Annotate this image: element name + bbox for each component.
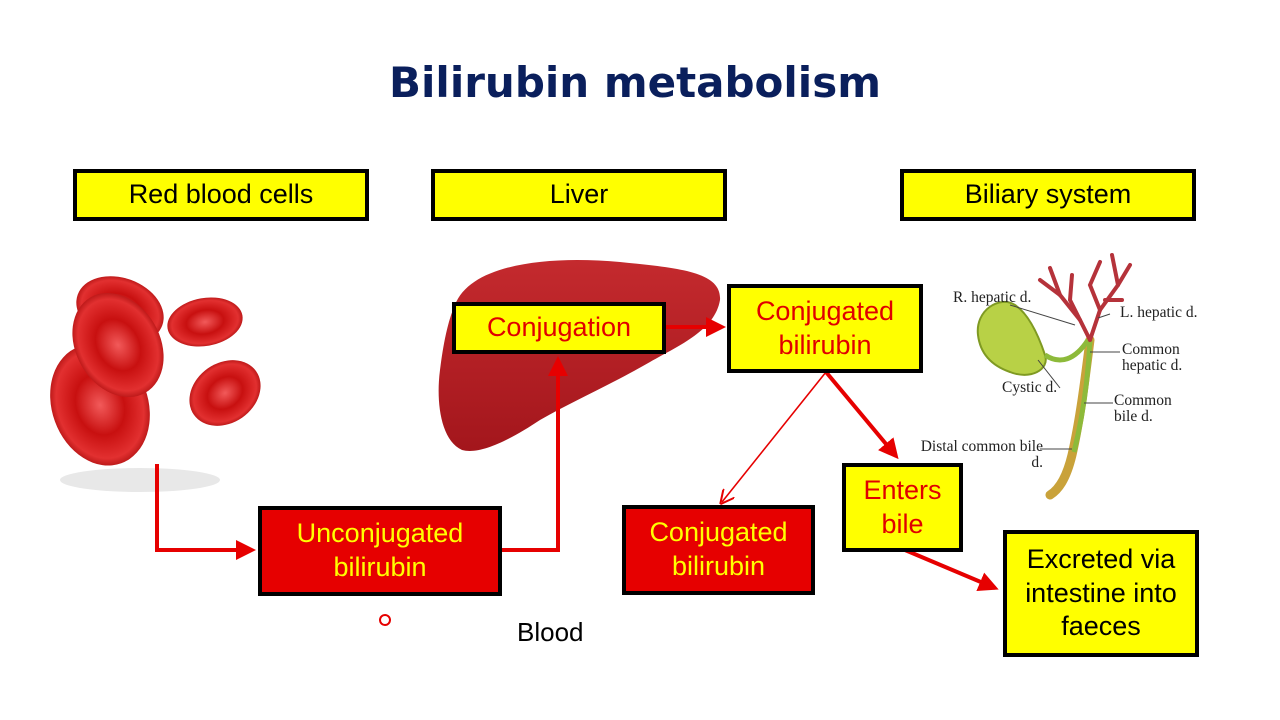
arrow-conjugated-to-bile — [824, 370, 899, 460]
cursor-marker — [379, 614, 391, 626]
node-enters-bile: Enters bile — [842, 463, 963, 552]
label-distal-common-bile-duct: Distal common bile d. — [920, 438, 1043, 472]
header-liver: Liver — [431, 169, 727, 221]
label-r-hepatic-duct: R. hepatic d. — [953, 289, 1032, 306]
arrow-unconjugated-to-conjugation — [502, 356, 568, 552]
label-blood: Blood — [517, 617, 584, 647]
page-title: Bilirubin metabolism — [389, 58, 881, 107]
node-unconjugated-bilirubin: Unconjugated bilirubin — [258, 506, 502, 596]
biliary-system-illustration — [976, 253, 1132, 500]
arrow-rbc-to-unconjugated — [155, 464, 256, 560]
header-biliary-system: Biliary system — [900, 169, 1196, 221]
label-common-hepatic-duct: Common hepatic d. — [1122, 341, 1183, 375]
liver-illustration — [438, 259, 721, 451]
node-conjugated-bilirubin-blood: Conjugated bilirubin — [622, 505, 815, 595]
arrow-conjugated-to-blood — [722, 371, 827, 502]
red-blood-cells-illustration — [50, 276, 261, 492]
arrow-bile-to-excretion — [904, 548, 999, 591]
label-common-bile-duct: Common bile d. — [1114, 392, 1172, 426]
header-red-blood-cells: Red blood cells — [73, 169, 369, 221]
node-excreted-faeces: Excreted via intestine into faeces — [1003, 530, 1199, 657]
node-conjugated-bilirubin-liver: Conjugated bilirubin — [727, 284, 923, 373]
node-conjugation: Conjugation — [452, 302, 666, 354]
label-l-hepatic-duct: L. hepatic d. — [1120, 304, 1198, 321]
label-cystic-duct: Cystic d. — [1002, 379, 1058, 396]
